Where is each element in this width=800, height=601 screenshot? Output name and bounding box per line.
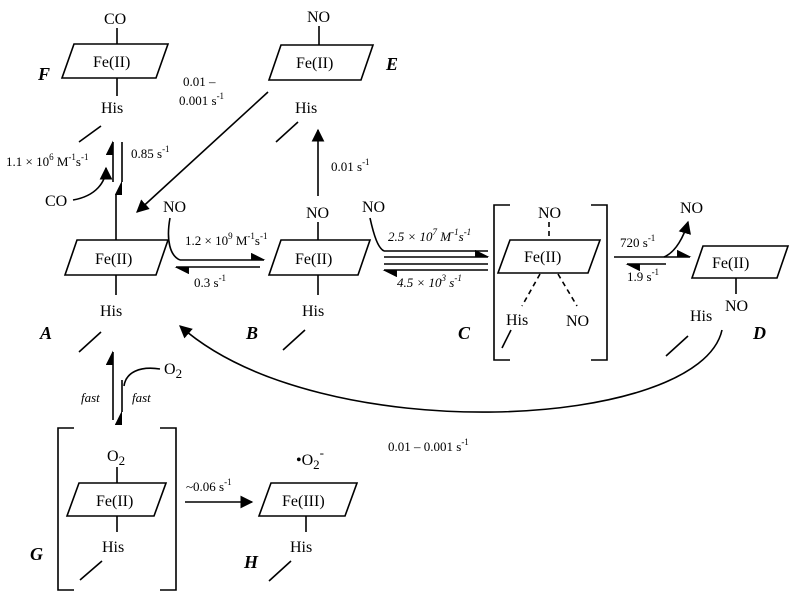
arrow-o2-in bbox=[123, 367, 161, 387]
rate-b-to-c: 2.5 × 107 M-1s-1 bbox=[388, 227, 471, 244]
label-f: F bbox=[37, 64, 50, 84]
iron-label: Fe(II) bbox=[295, 251, 332, 268]
label-c: C bbox=[458, 323, 471, 343]
label-a: A bbox=[39, 323, 52, 343]
reaction-e-to-a: 0.01 – 0.001 s-1 bbox=[136, 74, 269, 213]
ligand-o2: O2 bbox=[107, 448, 125, 468]
rate-a-g-forward: fast bbox=[81, 390, 100, 405]
reactant-co: CO bbox=[45, 193, 67, 210]
arrow-no-in bbox=[369, 217, 385, 252]
species-e: NO Fe(II) His E bbox=[267, 9, 398, 143]
equilibrium-a-b: NO 1.2 × 109 M-1s-1 0.3 s-1 bbox=[163, 199, 267, 290]
rate-b-to-e: 0.01 s-1 bbox=[331, 157, 370, 174]
bracket-left bbox=[493, 204, 510, 361]
rate-c-to-b: 4.5 × 103 s-1 bbox=[397, 273, 462, 290]
heme-plane bbox=[60, 43, 170, 79]
ligand-no: NO bbox=[307, 9, 330, 26]
reaction-g-to-h: ~0.06 s-1 bbox=[185, 477, 254, 509]
bracket-right bbox=[591, 204, 608, 361]
heme-plane bbox=[65, 482, 168, 517]
iron-label: Fe(II) bbox=[524, 249, 561, 266]
species-a: Fe(II) His A bbox=[39, 195, 170, 353]
iron-label: Fe(III) bbox=[282, 493, 325, 510]
heme-plane bbox=[257, 482, 359, 517]
species-b: NO Fe(II) His B bbox=[245, 205, 372, 351]
label-e: E bbox=[385, 54, 398, 74]
equilibrium-c-d: NO 720 s-1 1.9 s-1 bbox=[614, 200, 703, 284]
ligand-no: NO bbox=[566, 313, 589, 330]
label-g: G bbox=[30, 544, 43, 564]
species-c: NO Fe(II) His NO C bbox=[458, 204, 608, 361]
rate-f-to-a: 0.85 s-1 bbox=[131, 144, 170, 161]
ligand-co: CO bbox=[104, 11, 126, 28]
equilibrium-a-g: O2 fast fast bbox=[81, 350, 182, 425]
arrow-no-out bbox=[663, 220, 691, 258]
arrow-no-in bbox=[167, 217, 181, 261]
species-g: O2 Fe(II) His G bbox=[30, 427, 177, 591]
rate-a-g-reverse: fast bbox=[132, 390, 151, 405]
ligand-his: His bbox=[290, 539, 312, 556]
rate-c-to-d: 720 s-1 bbox=[620, 233, 655, 250]
species-d: Fe(II) NO His D bbox=[665, 245, 790, 357]
iron-label: Fe(II) bbox=[712, 255, 749, 272]
rate-a-to-f: 1.1 × 106 M-1s-1 bbox=[6, 152, 88, 169]
label-h: H bbox=[243, 552, 259, 572]
bracket-left bbox=[57, 427, 74, 591]
iron-label: Fe(II) bbox=[296, 55, 333, 72]
reactant-no: NO bbox=[362, 199, 385, 216]
reaction-d-to-a: 0.01 – 0.001 s-1 bbox=[179, 325, 723, 454]
ligand-no: NO bbox=[725, 298, 748, 315]
heme-plane bbox=[690, 245, 790, 279]
rate-e-to-a-line2: 0.001 s-1 bbox=[179, 91, 224, 108]
rate-a-to-b: 1.2 × 109 M-1s-1 bbox=[185, 231, 267, 248]
heme-plane bbox=[63, 239, 170, 276]
reactant-no: NO bbox=[163, 199, 186, 216]
ligand-his: His bbox=[506, 312, 528, 329]
ligand-his: His bbox=[101, 100, 123, 117]
product-no: NO bbox=[680, 200, 703, 217]
arrow-e-to-a bbox=[136, 91, 269, 213]
rate-e-to-a-line1: 0.01 – bbox=[183, 74, 216, 89]
ligand-his: His bbox=[102, 539, 124, 556]
ligand-superoxide: •O2- bbox=[296, 445, 324, 472]
bracket-right bbox=[160, 427, 177, 591]
iron-label: Fe(II) bbox=[95, 251, 132, 268]
equilibrium-b-c: NO 2.5 × 107 M-1s-1 4.5 × 103 s-1 bbox=[362, 199, 490, 290]
arrow-d-to-a bbox=[179, 325, 723, 413]
rate-d-to-a: 0.01 – 0.001 s-1 bbox=[388, 437, 469, 454]
ligand-his: His bbox=[302, 303, 324, 320]
rate-d-to-c: 1.9 s-1 bbox=[627, 267, 659, 284]
species-h: •O2- Fe(III) His H bbox=[243, 445, 359, 582]
heme-plane bbox=[496, 239, 602, 274]
iron-label: Fe(II) bbox=[96, 493, 133, 510]
label-b: B bbox=[245, 323, 258, 343]
species-f: CO Fe(II) His F bbox=[37, 11, 170, 143]
heme-plane bbox=[267, 239, 372, 276]
rate-b-to-a: 0.3 s-1 bbox=[194, 273, 226, 290]
ligand-his: His bbox=[295, 100, 317, 117]
arrow-co-in bbox=[72, 166, 113, 201]
ligand-no: NO bbox=[306, 205, 329, 222]
ligand-his: His bbox=[100, 303, 122, 320]
heme-plane bbox=[267, 44, 375, 81]
rate-g-to-h: ~0.06 s-1 bbox=[186, 477, 232, 494]
ligand-no: NO bbox=[538, 205, 561, 222]
reactant-o2: O2 bbox=[164, 361, 182, 381]
ligand-his: His bbox=[690, 308, 712, 325]
reaction-b-to-e: 0.01 s-1 bbox=[311, 128, 370, 196]
iron-label: Fe(II) bbox=[93, 54, 130, 71]
label-d: D bbox=[752, 323, 766, 343]
equilibrium-a-f: CO 1.1 × 106 M-1s-1 0.85 s-1 bbox=[6, 140, 170, 210]
